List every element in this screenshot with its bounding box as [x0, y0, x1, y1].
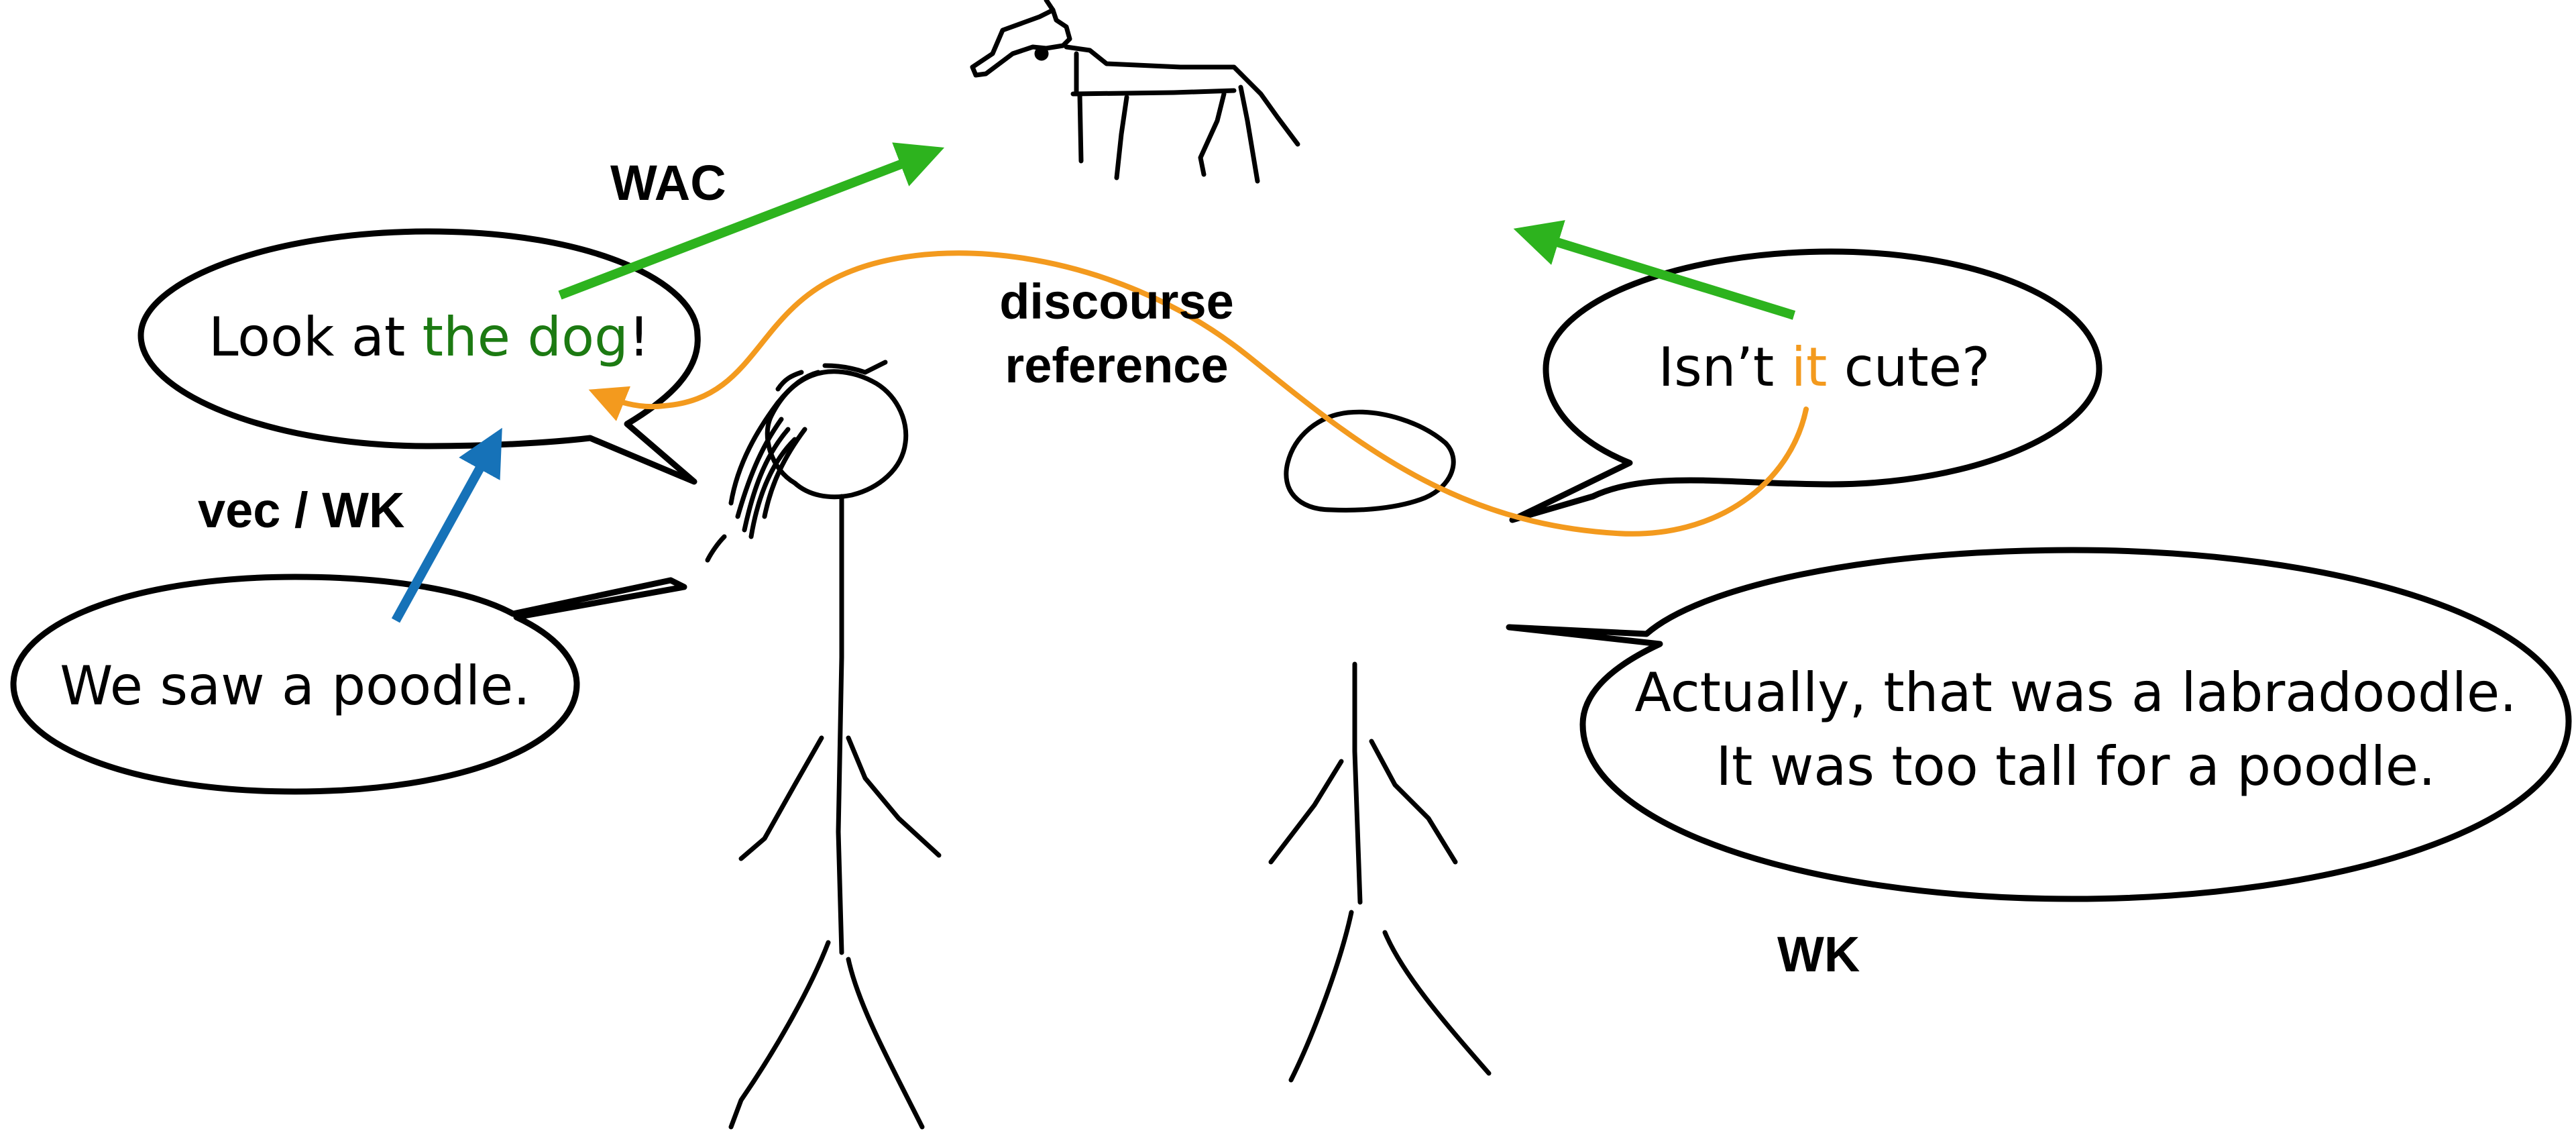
bubble-poodle-text: We saw a poodle. — [60, 655, 530, 717]
label-vec-wk: vec / WK — [198, 482, 404, 538]
look-highlight-the-dog: the dog — [423, 306, 628, 368]
bubble-look-at-the-dog: Look at the dog! — [137, 228, 701, 485]
bubble-look-text: Look at the dog! — [209, 306, 650, 368]
bubble-actually-line1: Actually, that was a labradoodle. — [1634, 661, 2516, 724]
cute-prefix: Isn’t — [1659, 336, 1791, 398]
it-reference-green-arrow — [1513, 220, 1796, 320]
dog-sketch-icon — [970, 0, 1300, 184]
arrows — [391, 142, 1809, 623]
vec-wk-arrow — [391, 427, 502, 623]
person-left-figure — [705, 360, 942, 1130]
label-wac: WAC — [610, 155, 726, 211]
look-suffix: ! — [628, 306, 650, 368]
bubble-isnt-it-cute: Isn’t it cute? — [1509, 248, 2103, 523]
wac-arrow — [558, 142, 945, 300]
cute-highlight-it: it — [1791, 336, 1828, 398]
cute-suffix: cute? — [1827, 336, 1990, 398]
person-right-figure — [1268, 409, 1492, 1083]
bubble-cute-text: Isn’t it cute? — [1659, 336, 1991, 398]
bubble-actually-line2: It was too tall for a poodle. — [1716, 735, 2435, 798]
look-prefix: Look at — [209, 306, 423, 368]
bubble-actually-labradoodle: Actually, that was a labradoodle. It was… — [1506, 547, 2572, 902]
label-discourse: discourse — [999, 274, 1234, 329]
bubble-we-saw-a-poodle: We saw a poodle. — [10, 574, 687, 795]
label-wk: WK — [1777, 926, 1860, 982]
label-reference: reference — [1005, 337, 1228, 393]
discourse-reference-arrow — [588, 250, 1809, 537]
